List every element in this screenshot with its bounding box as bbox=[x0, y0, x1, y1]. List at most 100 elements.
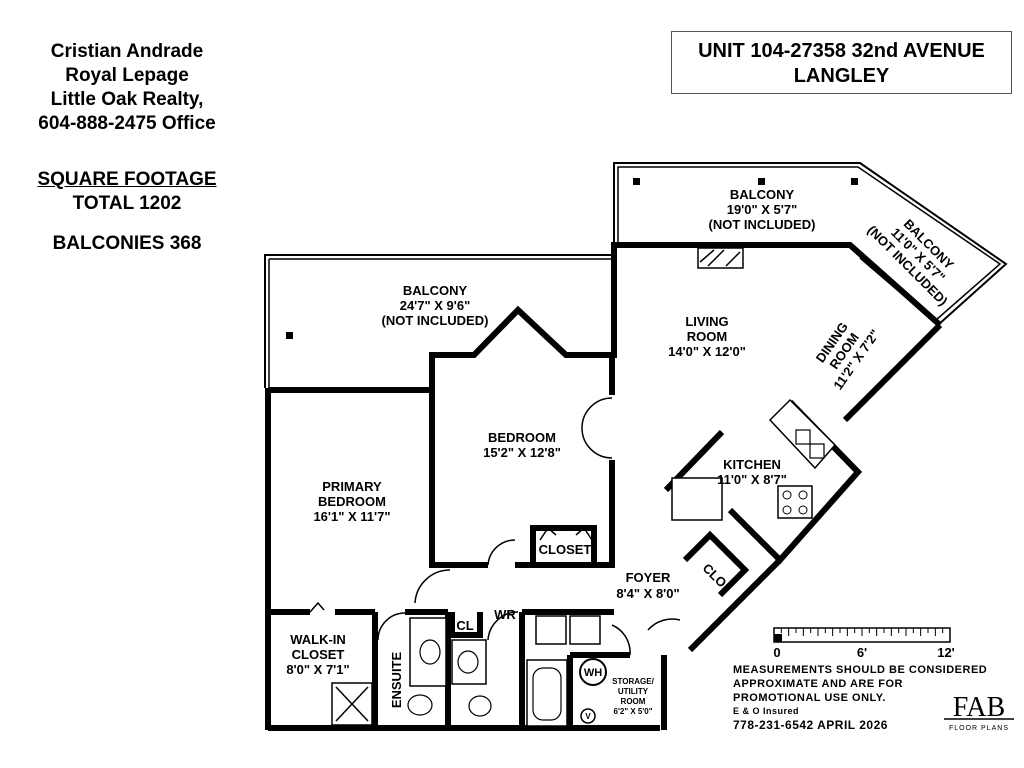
wr-name: WR bbox=[494, 607, 516, 622]
living-name-1: LIVING bbox=[685, 314, 728, 329]
v-symbol bbox=[580, 708, 596, 724]
ensuite-toilet bbox=[407, 694, 433, 716]
primary-dims: 16'1" X 11'7" bbox=[313, 509, 390, 524]
cl-wall bbox=[449, 612, 483, 638]
scale-label-0: 0 bbox=[773, 645, 780, 660]
fireplace bbox=[697, 247, 744, 269]
scale-bar-fill bbox=[774, 634, 782, 642]
primary-name-1: PRIMARY bbox=[322, 479, 382, 494]
closet-name: CLOSET bbox=[539, 542, 592, 557]
exterior-wall-right bbox=[842, 322, 943, 423]
balcony-post bbox=[758, 178, 765, 185]
scale-bar: 0 6' 12' bbox=[773, 627, 955, 660]
living-dims: 14'0" X 12'0" bbox=[668, 344, 746, 359]
note-line-1: MEASUREMENTS SHOULD BE CONSIDERED bbox=[733, 664, 987, 676]
closet-door bbox=[539, 526, 593, 541]
balcony-left-rail bbox=[264, 254, 614, 388]
agent-info: Cristian Andrade Royal Lepage Little Oak… bbox=[14, 40, 240, 136]
clo-wall bbox=[682, 530, 750, 598]
walkin-dims: 8'0" X 7'1" bbox=[286, 662, 349, 677]
square-footage-balconies: BALCONIES 368 bbox=[52, 233, 202, 254]
ensuite-name: ENSUITE bbox=[389, 652, 404, 709]
water-heater bbox=[579, 658, 607, 686]
square-footage-heading: SQUARE FOOTAGE bbox=[37, 169, 217, 190]
fab-logo: FAB FLOOR PLANS bbox=[944, 692, 1014, 732]
fab-logo-letters: FAB bbox=[953, 692, 1005, 723]
storage-dims: 6'2" X 5'0" bbox=[614, 707, 653, 716]
bathtub-inner bbox=[532, 667, 562, 721]
balcony-left-note: (NOT INCLUDED) bbox=[382, 313, 489, 328]
balcony-right-label: BALCONY 11'0" X 5'7" (NOT INCLUDED) bbox=[864, 216, 957, 308]
exterior-wall-southeast bbox=[687, 557, 783, 653]
note-line-2: APPROXIMATE AND ARE FOR bbox=[733, 678, 903, 690]
note-line-5: 778-231-6542 APRIL 2026 bbox=[733, 718, 888, 732]
walkin-name-1: WALK-IN bbox=[290, 632, 346, 647]
dining-label: DINING ROOM 11'2" X 7'2" bbox=[813, 319, 883, 392]
kitchen-sink bbox=[795, 429, 811, 445]
square-footage-total: TOTAL 1202 bbox=[72, 193, 182, 214]
ensuite-door bbox=[377, 612, 406, 641]
bedroom-door bbox=[487, 539, 516, 566]
note-line-4: E & O Insured bbox=[733, 706, 799, 716]
shower-drain-line bbox=[335, 686, 369, 722]
bedroom-dims: 15'2" X 12'8" bbox=[483, 445, 561, 460]
cl-name: CL bbox=[456, 618, 473, 633]
v-name: V bbox=[585, 712, 591, 721]
ensuite-sink bbox=[419, 639, 441, 665]
washer bbox=[535, 615, 567, 645]
wh-name: WH bbox=[584, 667, 602, 679]
balcony-top-name: BALCONY bbox=[730, 187, 795, 202]
fab-logo-tagline: FLOOR PLANS bbox=[949, 725, 1009, 732]
primary-name-2: BEDROOM bbox=[318, 494, 386, 509]
bedroom-double-door bbox=[581, 397, 613, 459]
address-line2: LANGLEY bbox=[793, 65, 890, 87]
storage-door bbox=[611, 624, 631, 656]
bedroom-name: BEDROOM bbox=[488, 430, 556, 445]
scale-label-6: 6' bbox=[857, 645, 867, 660]
agent-name: Cristian Andrade bbox=[50, 41, 204, 62]
fireplace-hatch bbox=[699, 249, 715, 263]
foyer-dims: 8'4" X 8'0" bbox=[616, 586, 679, 601]
kitchen-name: KITCHEN bbox=[723, 457, 781, 472]
agent-office-name: Little Oak Realty, bbox=[50, 89, 204, 110]
address-line1: UNIT 104-27358 32nd AVENUE bbox=[698, 40, 985, 62]
storage-name-1: STORAGE/ bbox=[612, 677, 654, 686]
stove-burner bbox=[798, 505, 808, 515]
stove-burner bbox=[782, 505, 792, 515]
foyer-name: FOYER bbox=[626, 570, 671, 585]
address-box: UNIT 104-27358 32nd AVENUE LANGLEY bbox=[671, 31, 1012, 94]
balcony-left-dims: 24'7" X 9'6" bbox=[400, 298, 471, 313]
kitchen-counter bbox=[671, 477, 723, 521]
fireplace-hatch bbox=[725, 251, 741, 267]
square-footage-info: SQUARE FOOTAGE TOTAL 1202 BALCONIES 368 bbox=[14, 168, 240, 256]
walkin-door bbox=[309, 601, 325, 613]
balcony-top-note: (NOT INCLUDED) bbox=[709, 217, 816, 232]
wr-door bbox=[487, 611, 519, 641]
storage-name-3: ROOM bbox=[621, 697, 646, 706]
balcony-post bbox=[633, 178, 640, 185]
primary-bedroom-door bbox=[414, 569, 451, 604]
walkin-name-2: CLOSET bbox=[292, 647, 345, 662]
wr-vanity bbox=[451, 639, 487, 685]
agent-phone: 604-888-2475 Office bbox=[38, 113, 216, 134]
wr-toilet bbox=[468, 695, 492, 717]
balcony-top-dims: 19'0" X 5'7" bbox=[727, 202, 798, 217]
kitchen-stove bbox=[777, 485, 813, 519]
balcony-sliding-door bbox=[859, 257, 931, 319]
wr-sink bbox=[457, 650, 479, 674]
dryer bbox=[569, 615, 601, 645]
stove-burner bbox=[782, 490, 792, 500]
kitchen-sink bbox=[809, 443, 825, 459]
balcony-post bbox=[286, 332, 293, 339]
balcony-post bbox=[851, 178, 858, 185]
scale-label-12: 12' bbox=[937, 645, 955, 660]
balcony-top-rail bbox=[613, 162, 1008, 326]
bedroom-wall bbox=[429, 355, 488, 568]
balcony-top-rail-inner bbox=[617, 166, 1002, 321]
fireplace-hatch bbox=[707, 249, 725, 267]
note-line-3: PROMOTIONAL USE ONLY. bbox=[733, 692, 886, 704]
closet-wall bbox=[530, 525, 597, 565]
stove-burner bbox=[798, 490, 808, 500]
